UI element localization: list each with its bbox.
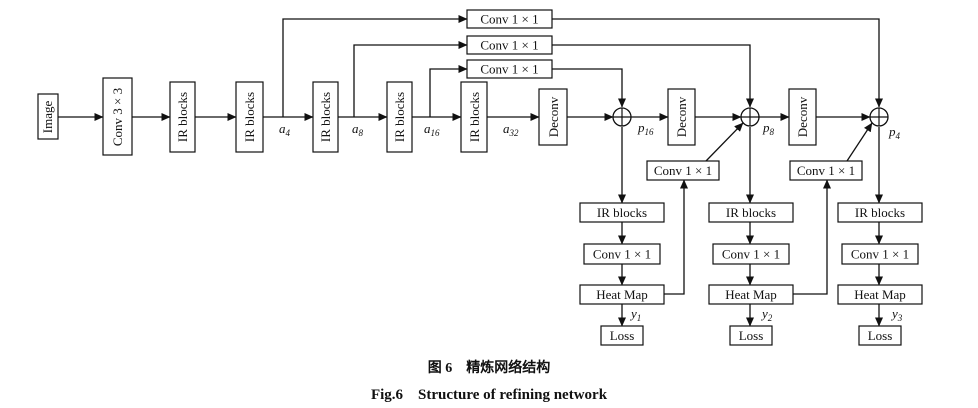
svg-text:Conv 1 × 1: Conv 1 × 1 — [797, 163, 855, 178]
deconv-box-3: Deconv — [788, 88, 817, 146]
col3-ir-blocks-box — [837, 202, 923, 223]
column-1: IR blocks Conv 1 × 1 Heat Map Loss — [579, 202, 665, 346]
column-3: IR blocks Conv 1 × 1 Heat Map Loss — [837, 202, 923, 346]
ir-blocks-box-4: IR blocks — [386, 81, 413, 153]
svg-text:Conv 1 × 1: Conv 1 × 1 — [851, 247, 909, 262]
svg-text:Conv 1 × 1: Conv 1 × 1 — [480, 12, 538, 27]
sum-node-p16 — [612, 107, 632, 127]
conv3x3-box: Conv 3 × 3 — [102, 77, 133, 156]
svg-text:Loss: Loss — [739, 328, 764, 343]
col1-conv1x1-box — [583, 243, 661, 265]
label-a32: a32 — [503, 121, 519, 138]
deconv-box-2: Deconv — [667, 88, 696, 146]
col2-loss-box — [729, 325, 773, 346]
col1-ir-blocks-box — [579, 202, 665, 223]
svg-text:Conv 1 × 1: Conv 1 × 1 — [722, 247, 780, 262]
svg-text:Conv 1 × 1: Conv 1 × 1 — [480, 62, 538, 77]
conv3x3-label: Conv 3 × 3 — [110, 88, 125, 146]
deconv-label-3: Deconv — [795, 96, 810, 137]
deconv-box-1: Deconv — [538, 88, 568, 146]
svg-text:Conv 1 × 1: Conv 1 × 1 — [593, 247, 651, 262]
ir-blocks-label-4: IR blocks — [392, 92, 407, 142]
col1-loss-box — [600, 325, 644, 346]
ir-blocks-label-2: IR blocks — [242, 92, 257, 142]
svg-text:Heat Map: Heat Map — [854, 287, 906, 302]
label-a8: a8 — [352, 121, 364, 138]
label-y1: y1 — [629, 306, 641, 323]
col2-ir-blocks-box — [708, 202, 794, 223]
wires — [58, 15, 883, 327]
label-p8: p8 — [762, 120, 775, 137]
sum-node-p8 — [740, 107, 760, 127]
col3-heatmap-box — [837, 284, 923, 305]
ir-blocks-box-2: IR blocks — [235, 81, 264, 153]
ir-blocks-box-3: IR blocks — [312, 81, 339, 153]
ir-blocks-label-5: IR blocks — [467, 92, 482, 142]
col3-conv1x1-box — [841, 243, 919, 265]
caption-english: Fig.6 Structure of refining network — [371, 387, 608, 403]
column-2: IR blocks Conv 1 × 1 Heat Map Loss — [708, 202, 794, 346]
svg-text:Conv 1 × 1: Conv 1 × 1 — [654, 163, 712, 178]
ir-blocks-label-1: IR blocks — [175, 92, 190, 142]
ir-blocks-box-5: IR blocks — [460, 81, 488, 153]
label-p4: p4 — [888, 124, 901, 141]
label-a16: a16 — [424, 121, 440, 138]
deconv-label-2: Deconv — [674, 96, 689, 137]
caption-chinese: 图 6 精炼网络结构 — [428, 359, 551, 376]
feedback-conv1x1-1: Conv 1 × 1 — [646, 160, 720, 181]
ir-blocks-box-1: IR blocks — [169, 81, 196, 153]
svg-text:IR blocks: IR blocks — [726, 205, 776, 220]
image-box: Image — [37, 93, 59, 140]
svg-text:Heat Map: Heat Map — [596, 287, 648, 302]
deconv-label-1: Deconv — [546, 96, 561, 137]
ir-blocks-label-3: IR blocks — [318, 92, 333, 142]
skip-conv1x1-a8: Conv 1 × 1 — [466, 35, 553, 55]
svg-text:Conv 1 × 1: Conv 1 × 1 — [480, 38, 538, 53]
feedback-conv1x1-2: Conv 1 × 1 — [789, 160, 863, 181]
label-a4: a4 — [279, 121, 291, 138]
image-label: Image — [40, 101, 55, 134]
label-p16: p16 — [637, 120, 654, 137]
svg-text:IR blocks: IR blocks — [855, 205, 905, 220]
label-y2: y2 — [760, 306, 773, 323]
skip-conv1x1-a4: Conv 1 × 1 — [466, 9, 553, 29]
svg-text:Heat Map: Heat Map — [725, 287, 777, 302]
label-y3: y3 — [890, 306, 903, 323]
col2-conv1x1-box — [712, 243, 790, 265]
svg-text:Loss: Loss — [610, 328, 635, 343]
svg-text:Loss: Loss — [868, 328, 893, 343]
svg-text:IR blocks: IR blocks — [597, 205, 647, 220]
variable-labels: a4 a8 a16 a32 p16 p8 p4 y1 y2 y3 — [279, 120, 903, 323]
col2-heatmap-box — [708, 284, 794, 305]
sum-node-p4 — [869, 107, 889, 127]
col3-loss-box — [858, 325, 902, 346]
skip-conv1x1-a16: Conv 1 × 1 — [466, 59, 553, 79]
col1-heatmap-box — [579, 284, 665, 305]
